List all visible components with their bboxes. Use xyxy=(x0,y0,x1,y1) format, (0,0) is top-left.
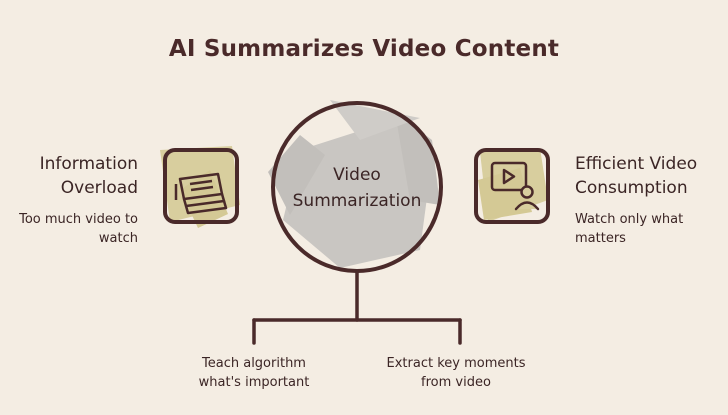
left-desc-line1: Too much video to xyxy=(19,212,138,227)
center-label-line2: Summarization xyxy=(292,191,422,211)
video-user-icon xyxy=(474,148,550,224)
right-title: Efficient Video Consumption xyxy=(575,152,725,200)
right-desc-line2: matters xyxy=(575,231,626,246)
right-title-line1: Efficient Video xyxy=(575,154,698,174)
right-desc-line1: Watch only what xyxy=(575,212,684,227)
money-stack-icon xyxy=(160,146,240,228)
bottom-label-teach-line1: Teach algorithm xyxy=(202,356,306,371)
bottom-label-extract: Extract key moments from video xyxy=(366,354,546,392)
bottom-label-teach: Teach algorithm what's important xyxy=(174,354,334,392)
left-title-line2: Overload xyxy=(60,178,138,198)
left-desc-line2: watch xyxy=(98,231,138,246)
bottom-label-extract-line1: Extract key moments xyxy=(386,356,526,371)
right-title-line2: Consumption xyxy=(575,178,688,198)
center-label: Video Summarization xyxy=(272,162,442,214)
left-title-line1: Information xyxy=(39,154,138,174)
diagram-title: AI Summarizes Video Content xyxy=(168,36,560,62)
left-title: Information Overload xyxy=(0,152,138,200)
right-description: Watch only what matters xyxy=(575,210,725,248)
bottom-label-extract-line2: from video xyxy=(421,375,491,390)
center-circle xyxy=(268,100,443,273)
left-description: Too much video to watch xyxy=(0,210,138,248)
bottom-label-teach-line2: what's important xyxy=(198,375,310,390)
connector-lines xyxy=(252,269,462,345)
center-label-line1: Video xyxy=(333,165,381,185)
